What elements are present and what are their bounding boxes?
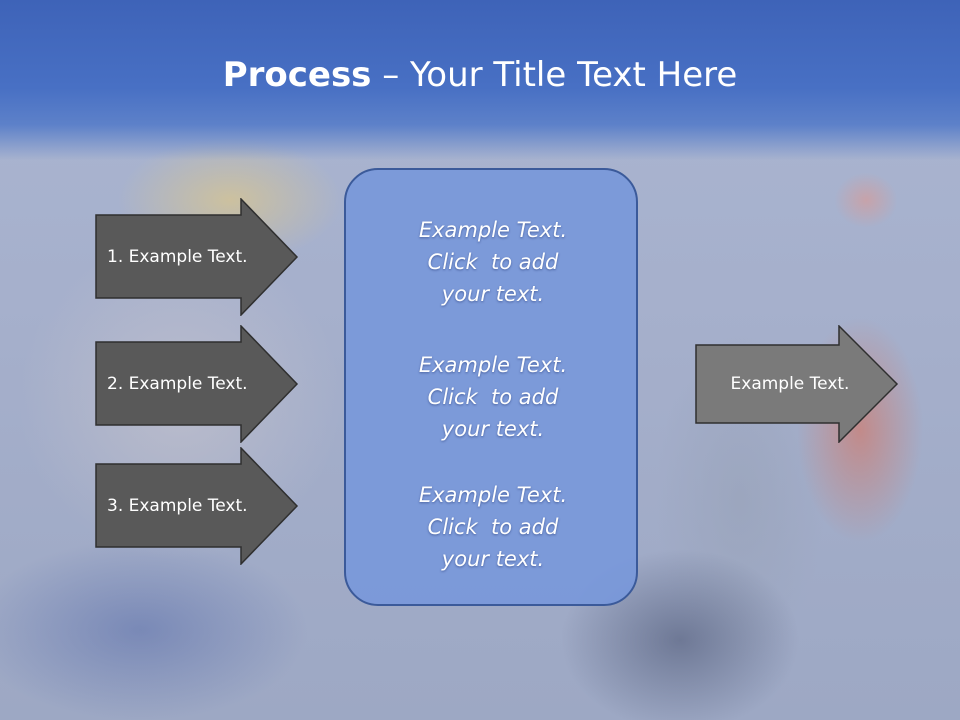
block-line: your text. <box>441 282 545 306</box>
block-line: Example Text. <box>418 353 568 377</box>
slide-title[interactable]: Process – Your Title Text Here <box>0 52 960 98</box>
arrow-label-1: 1. Example Text. <box>107 247 248 267</box>
block-line: Click to add <box>427 385 559 409</box>
arrow-shape <box>95 198 299 316</box>
arrow-shape <box>95 325 299 443</box>
block-line: Example Text. <box>418 483 568 507</box>
arrow-shape <box>95 447 299 565</box>
title-rest: – Your Title Text Here <box>371 55 738 95</box>
block-line: Click to add <box>427 250 559 274</box>
left-arrow-2[interactable]: 2. Example Text. <box>95 325 299 443</box>
block-line: Example Text. <box>418 218 568 242</box>
block-line: your text. <box>441 417 545 441</box>
title-bold: Process <box>222 55 372 95</box>
center-text-block-3: Example Text. Click to add your text. <box>346 479 640 575</box>
title-band <box>0 0 960 160</box>
center-text-block-2: Example Text. Click to add your text. <box>346 349 640 445</box>
right-arrow-label: Example Text. <box>730 374 850 394</box>
left-arrow-3[interactable]: 3. Example Text. <box>95 447 299 565</box>
center-text-block-1: Example Text. Click to add your text. <box>346 214 640 310</box>
left-arrow-1[interactable]: 1. Example Text. <box>95 198 299 316</box>
center-text-box[interactable]: Example Text. Click to add your text. Ex… <box>344 168 638 606</box>
arrow-label-2: 2. Example Text. <box>107 374 248 394</box>
arrow-label-3: 3. Example Text. <box>107 496 248 516</box>
block-line: your text. <box>441 547 545 571</box>
arrow-shape <box>695 325 899 443</box>
block-line: Click to add <box>427 515 559 539</box>
right-arrow[interactable]: Example Text. <box>695 325 899 443</box>
